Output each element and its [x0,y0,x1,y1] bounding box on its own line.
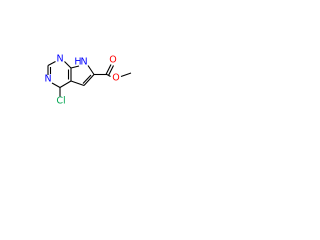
bond-n3-c4 [51,82,61,88]
bond-oester-ch3 [120,72,132,78]
bond-c7a-n7 [70,65,80,69]
bond-ccarbonyl-o-double-a [105,64,112,75]
atom-o-carbonyl: O [109,55,116,66]
bond-ccarbonyl-o-double-b [108,65,114,76]
atom-n1: N [56,54,63,65]
bond-n1-c2 [47,61,56,66]
molecule-structure: N N N H Cl O O [0,0,152,152]
bond-c5-c4a [70,80,85,87]
bond-c4-c4a [59,80,72,88]
bond-n7-c6 [87,65,95,75]
bond-ccarbonyl-oester [106,74,111,77]
atom-n7: N [80,57,87,68]
atom-h7: H [74,57,81,68]
atom-o-ester: O [112,73,119,84]
bond-c6-c5 [83,74,95,86]
atom-n3: N [44,74,51,85]
bond-c7a-n1 [64,61,72,69]
atom-cl: Cl [56,96,65,107]
bond-c6-c5-inner [82,74,92,84]
